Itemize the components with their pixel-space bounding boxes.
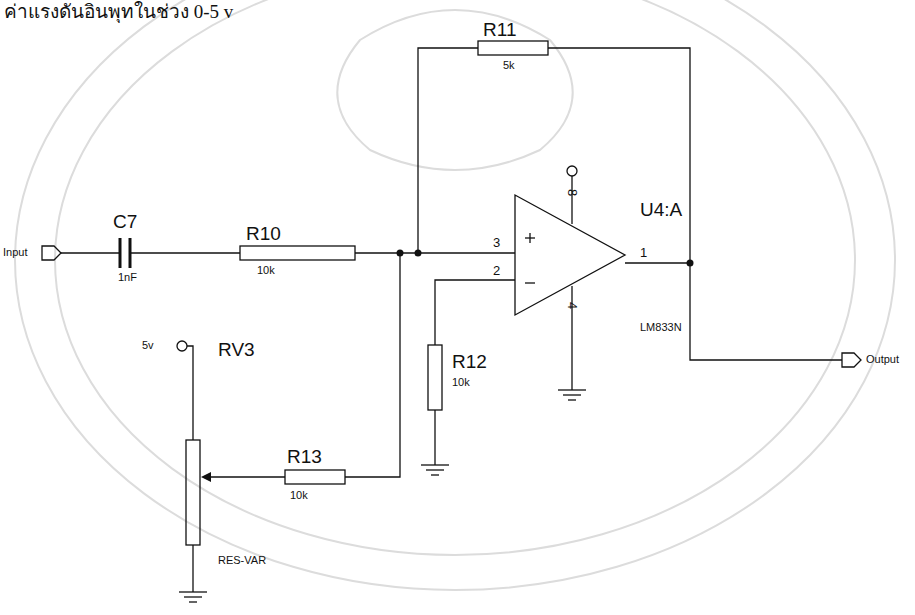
- wire: [187, 346, 193, 440]
- output-port: [842, 353, 861, 367]
- pin-number: 3: [493, 236, 500, 249]
- wire: [434, 410, 435, 465]
- junction-dot: [415, 250, 422, 257]
- resistor-symbol: [240, 246, 355, 260]
- wire: [206, 476, 285, 477]
- wiper-arrow: [201, 472, 211, 482]
- plus-sign: [529, 233, 530, 243]
- part-name: R10: [246, 224, 281, 243]
- ground-symbol: [421, 464, 449, 465]
- part-value: 10k: [452, 377, 470, 388]
- wire: [345, 253, 400, 477]
- opamp-symbol: [515, 195, 625, 315]
- wire: [130, 252, 240, 253]
- part-value: RES-VAR: [218, 555, 266, 566]
- part-value: 1nF: [118, 272, 137, 283]
- wire: [355, 252, 515, 253]
- wire: [435, 280, 515, 345]
- junction-dot: [397, 250, 404, 257]
- ground-symbol: [431, 474, 439, 475]
- caption-note: ค่าแรงดันอินพุทในช่วง 0-5 v: [4, 2, 233, 21]
- ground-symbol: [426, 469, 444, 470]
- part-name: RV3: [218, 340, 255, 359]
- pin-number: 4: [566, 302, 579, 309]
- part-value: 10k: [290, 490, 308, 501]
- ground-symbol: [189, 601, 197, 602]
- watermark-seal: [15, 0, 895, 590]
- ground-symbol: [179, 591, 207, 592]
- part-name: R13: [287, 447, 322, 466]
- wire: [625, 262, 690, 263]
- supply-terminal: [177, 341, 187, 351]
- pin-number: 1: [640, 246, 647, 259]
- supply-terminal: [567, 166, 577, 176]
- ground-symbol: [558, 389, 586, 390]
- wire: [571, 176, 572, 224]
- wire: [418, 48, 478, 253]
- port-name: Output: [866, 354, 899, 365]
- part-name: U4:A: [640, 200, 682, 219]
- part-value: 5k: [503, 60, 515, 71]
- junction-dot: [687, 260, 694, 267]
- port-name: Input: [3, 247, 27, 258]
- part-value: 10k: [257, 265, 275, 276]
- potentiometer-symbol: [186, 440, 200, 545]
- minus-sign: [525, 282, 535, 283]
- input-port: [42, 246, 61, 260]
- wire: [192, 545, 193, 592]
- part-name: R12: [452, 352, 487, 371]
- wire: [548, 48, 842, 360]
- ground-symbol: [568, 399, 576, 400]
- part-number: LM833N: [640, 322, 682, 333]
- resistor-symbol: [428, 345, 442, 410]
- capacitor-plate: [119, 238, 122, 268]
- part-name: R11: [483, 20, 516, 39]
- pin-number: 2: [493, 264, 500, 277]
- wire: [61, 252, 120, 253]
- pin-number: 8: [566, 189, 579, 196]
- resistor-symbol: [285, 470, 345, 484]
- ground-symbol: [563, 394, 581, 395]
- part-name: C7: [113, 212, 137, 231]
- ground-symbol: [184, 596, 202, 597]
- resistor-symbol: [478, 41, 548, 55]
- wire: [571, 286, 572, 390]
- supply-label: 5v: [142, 340, 154, 351]
